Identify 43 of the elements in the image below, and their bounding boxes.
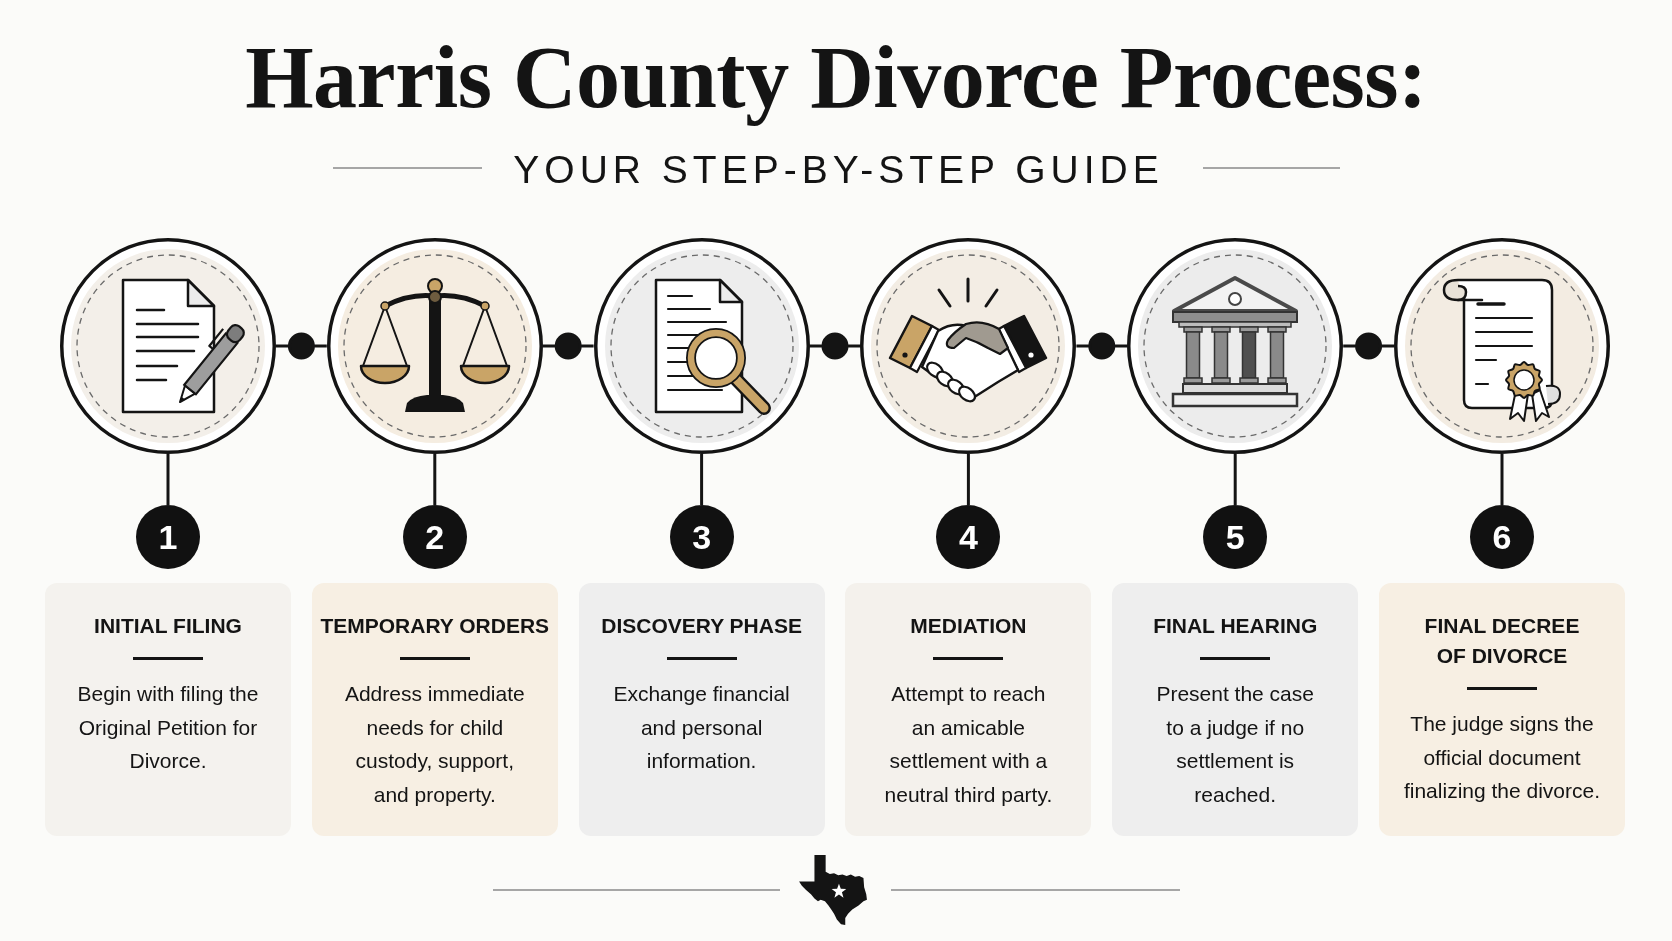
step-medallion [860, 238, 1077, 454]
step-card [45, 583, 291, 836]
subtitle: YOUR STEP-BY-STEP GUIDE [512, 147, 1164, 193]
step-title: DISCOVERY PHASE [600, 613, 803, 639]
step-title: FINAL HEARING [1152, 613, 1319, 639]
step-title: FINAL DECREE OF DIVORCE [1423, 613, 1581, 669]
step-title: INITIAL FILING [93, 613, 243, 639]
connector-line [966, 454, 970, 505]
connector-line [1341, 332, 1396, 360]
connector-line [1074, 332, 1129, 360]
step-medallion [593, 238, 810, 454]
connector-line [274, 332, 329, 360]
connector-line [700, 454, 704, 505]
step-number-badge: 5 [1203, 505, 1268, 569]
step-description: Attempt to reach an amicable settlement with a neutral third party. [883, 681, 1054, 808]
step-card [311, 583, 558, 836]
connector-line [166, 454, 170, 505]
step-number-badge: 6 [1470, 505, 1534, 569]
title: Harris County Divorce Process: [245, 30, 1427, 126]
connector-line [433, 454, 437, 505]
step-title: TEMPORARY ORDERS [319, 613, 551, 639]
step-card [578, 583, 825, 836]
step-description: Address immediate needs for child custody, support, and property. [343, 681, 526, 808]
step-description: Exchange financial and personal information. [612, 681, 791, 775]
step-card [1379, 583, 1625, 836]
step-number-badge: 1 [136, 505, 200, 569]
step-title: MEDIATION [909, 613, 1028, 639]
step-medallion [326, 238, 543, 454]
step-number-badge: 2 [402, 505, 467, 569]
step-card [1112, 583, 1359, 836]
step-number-badge: 4 [936, 505, 1001, 569]
connector-line [808, 332, 862, 360]
step-medallion [1127, 238, 1344, 454]
step-medallion [1394, 238, 1610, 454]
step-card [845, 583, 1092, 836]
connector-line [1500, 454, 1504, 505]
step-description: Present the case to a judge if no settlement is reached. [1155, 681, 1315, 808]
step-description: The judge signs the official document finalizing the divorce. [1402, 711, 1602, 805]
step-medallion [60, 238, 276, 454]
step-number-badge: 3 [669, 505, 734, 569]
connector-line [1233, 454, 1237, 505]
connector-line [541, 332, 596, 360]
step-description: Begin with filing the Original Petition for Divorce. [76, 681, 260, 775]
